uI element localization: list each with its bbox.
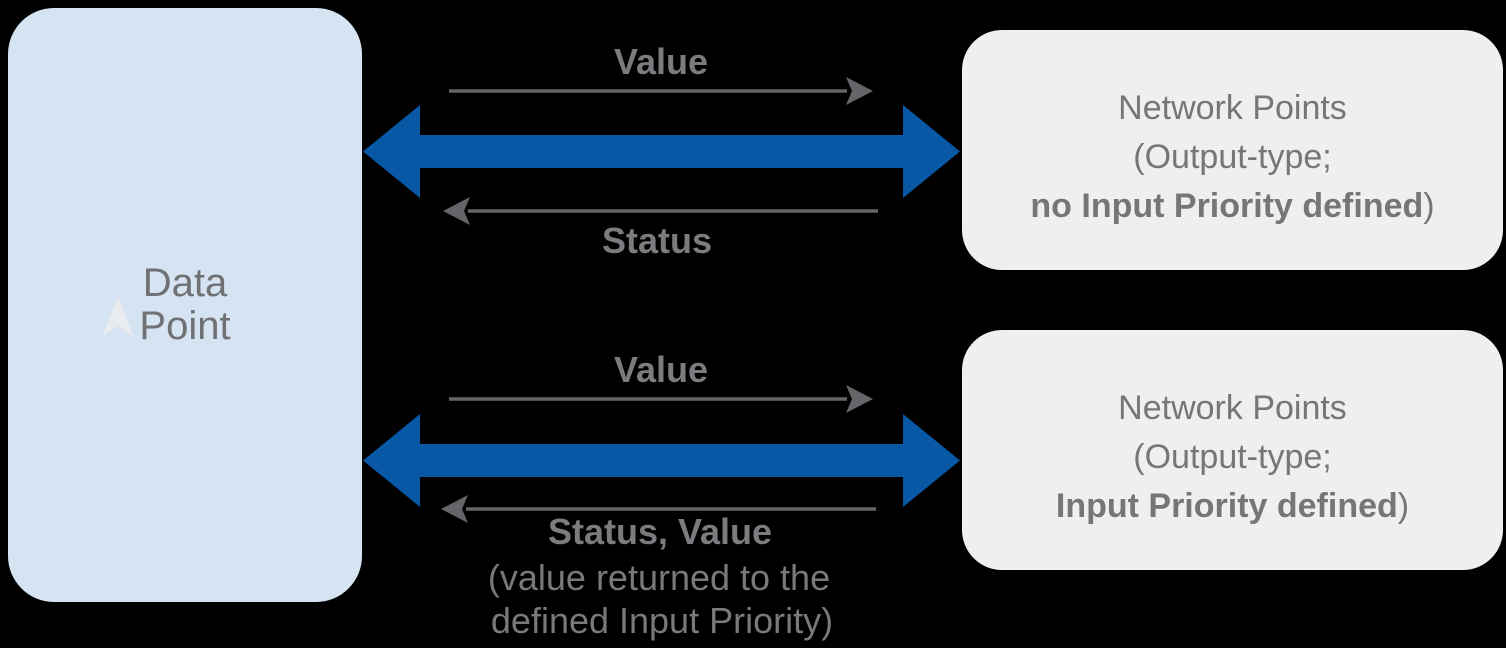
flow1-forward-label: Value — [613, 41, 709, 82]
network-points-box-priority-defined: Network Points (Output-type; Input Prior… — [962, 330, 1503, 570]
network-box1-line2: (Output-type; — [1133, 137, 1332, 176]
flow2-back-label: Status, Value — [547, 511, 773, 552]
flow2-value-arrow-icon — [449, 385, 873, 413]
network-box2-line1: Network Points — [1118, 388, 1347, 427]
network-box1-line3-bold: no Input Priority defined — [1030, 186, 1424, 225]
flow2-status-arrow-icon — [441, 495, 876, 523]
data-point-box: Data Point — [8, 8, 362, 602]
network-box1-line3: no Input Priority defined) — [1030, 182, 1434, 231]
network-box1-line1: Network Points — [1118, 88, 1347, 127]
flow2-back-note-line1: (value returned to the — [487, 557, 831, 598]
cursor-up-icon — [102, 297, 134, 337]
flow1-bidirectional-arrow-icon — [363, 105, 960, 198]
data-point-label: Data Point — [139, 262, 230, 348]
flow2-forward-label: Value — [613, 349, 709, 390]
network-box2-line3-bold: Input Priority defined — [1055, 486, 1398, 525]
flow1-back-label: Status — [601, 220, 713, 261]
network-box1-line3-suffix: ) — [1423, 186, 1435, 225]
network-box2-line3: Input Priority defined) — [1056, 482, 1409, 531]
network-points-box-no-priority: Network Points (Output-type; no Input Pr… — [962, 30, 1503, 270]
network-box2-line3-suffix: ) — [1397, 486, 1410, 525]
flow2-bidirectional-arrow-icon — [363, 414, 960, 507]
data-point-label-line2: Point — [139, 304, 231, 348]
flow2-back-note-line2: defined Input Priority) — [490, 600, 834, 641]
data-point-label-line1: Data — [142, 261, 228, 305]
flow1-value-arrow-icon — [449, 77, 873, 105]
flow1-status-arrow-icon — [443, 197, 878, 225]
network-box2-line2: (Output-type; — [1133, 437, 1332, 476]
